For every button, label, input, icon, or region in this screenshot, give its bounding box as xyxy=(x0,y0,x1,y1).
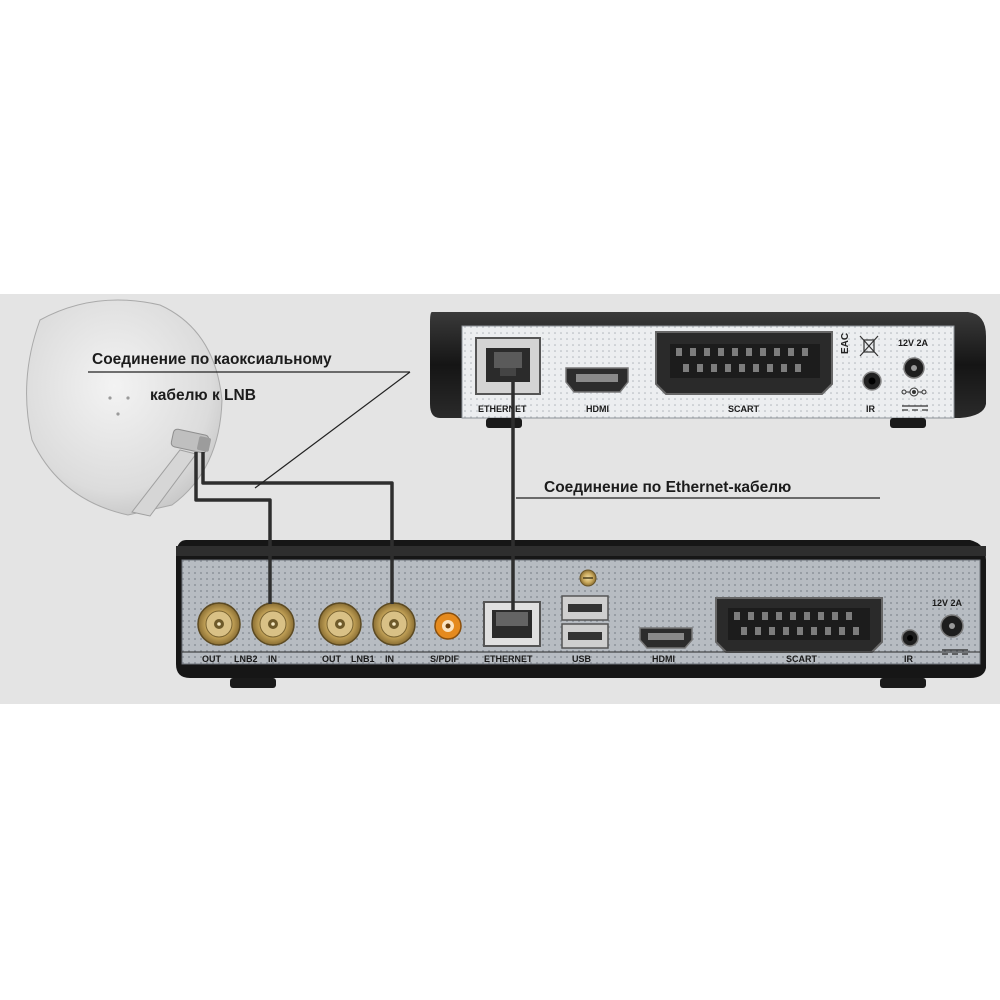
lnb1-in-connector xyxy=(372,602,416,646)
top-power-label: 12V 2A xyxy=(898,338,929,348)
top-hdmi-label: HDMI xyxy=(586,404,609,414)
coax-cable-lnb2 xyxy=(194,452,272,604)
bottom-hdmi-label: HDMI xyxy=(652,654,675,664)
eac-mark: EAC xyxy=(840,333,851,354)
top-ethernet-port xyxy=(475,337,541,395)
spdif-port xyxy=(434,612,462,640)
top-scart-port xyxy=(655,331,833,395)
usb-label: USB xyxy=(572,654,592,664)
top-receiver: ETHERNET HDMI SCART EAC I xyxy=(430,312,986,428)
top-ir-port xyxy=(862,371,882,391)
in2-label: IN xyxy=(268,654,277,664)
bottom-hdmi-port xyxy=(639,627,693,649)
bottom-power-label: 12V 2A xyxy=(932,598,963,608)
coax-cables xyxy=(194,452,394,604)
top-ethernet-label: ETHERNET xyxy=(478,404,527,414)
coax-cable-lnb1 xyxy=(201,452,394,604)
satellite-dish-icon xyxy=(26,299,223,517)
ethernet-caption: Соединение по Ethernet-кабелю xyxy=(544,479,791,496)
usb-ports xyxy=(561,595,609,649)
out2-label: OUT xyxy=(202,654,222,664)
bottom-scart-label: SCART xyxy=(786,654,818,664)
polarity-icon xyxy=(901,387,927,397)
coax-caption-line2: кабелю к LNB xyxy=(150,387,256,404)
bottom-ethernet-label: ETHERNET xyxy=(484,654,533,664)
bottom-dc-symbol-icon xyxy=(942,649,968,655)
bottom-ir-label: IR xyxy=(904,654,914,664)
lnb1-out-connector xyxy=(318,602,362,646)
lnb2-out-connector xyxy=(197,602,241,646)
in1-label: IN xyxy=(385,654,394,664)
bottom-ir-port xyxy=(901,629,919,647)
top-ir-label: IR xyxy=(866,404,876,414)
bottom-scart-port xyxy=(715,597,883,653)
lnb2-in-connector xyxy=(251,602,295,646)
coax-caption-line1: Соединение по каоксиальному xyxy=(92,351,332,368)
bottom-receiver: 12V 2A OUT LNB2 IN OUT LNB1 IN S/PDIF ET… xyxy=(176,540,986,688)
top-hdmi-port xyxy=(565,367,629,393)
bin-icon xyxy=(859,335,879,357)
bottom-power-port xyxy=(940,614,964,638)
top-power-port xyxy=(903,357,925,379)
lnb1-label: LNB1 xyxy=(351,654,375,664)
lnb2-label: LNB2 xyxy=(234,654,258,664)
coax-leader-line xyxy=(254,371,411,489)
dc-symbol-icon xyxy=(902,405,928,411)
out1-label: OUT xyxy=(322,654,342,664)
top-scart-label: SCART xyxy=(728,404,760,414)
ground-screw-icon xyxy=(579,569,597,587)
spdif-label: S/PDIF xyxy=(430,654,460,664)
